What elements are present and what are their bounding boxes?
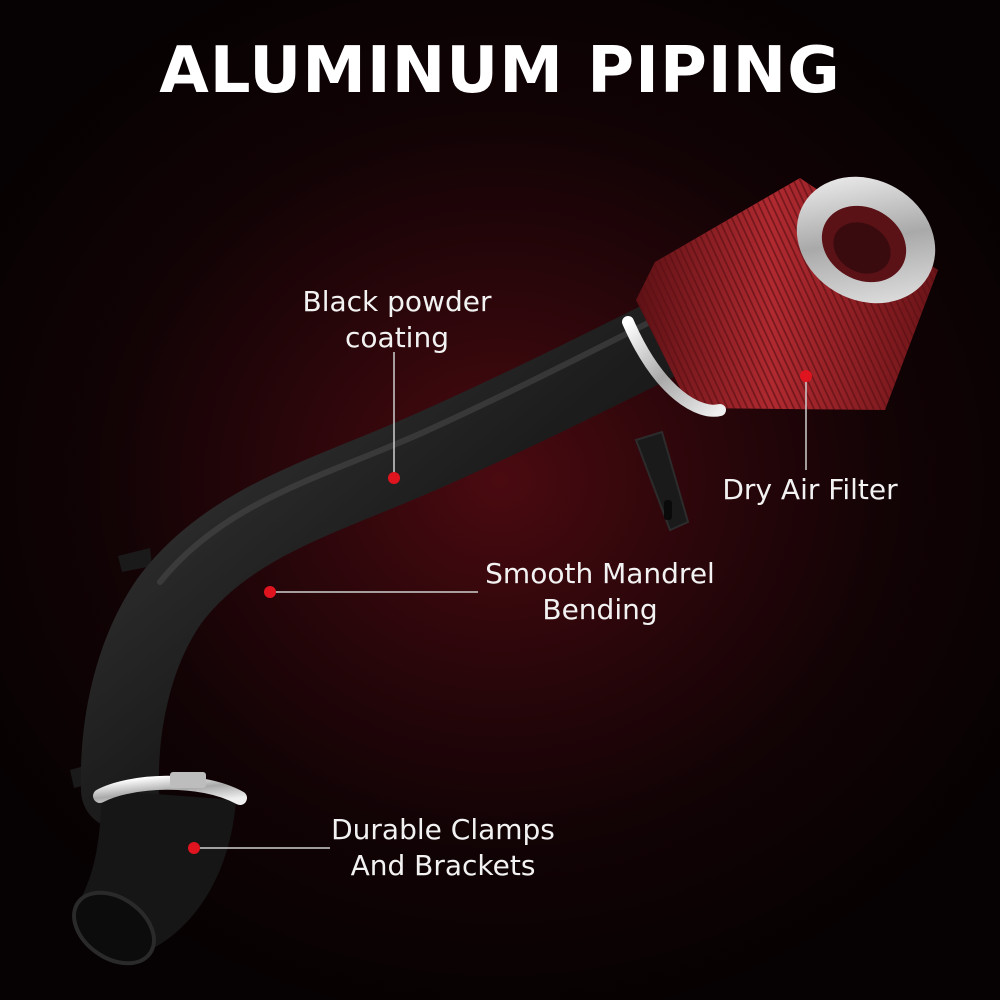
label-line: coating xyxy=(345,321,449,354)
callout-powder-coating xyxy=(388,352,400,484)
label-powder-coating: Black powder coating xyxy=(290,284,504,356)
intake-pipe xyxy=(80,301,699,829)
label-mandrel-bending: Smooth Mandrel Bending xyxy=(478,556,722,628)
label-line: And Brackets xyxy=(350,849,536,882)
marker-dot xyxy=(188,842,200,854)
label-clamps-brackets: Durable Clamps And Brackets xyxy=(328,812,558,884)
label-line: Smooth Mandrel xyxy=(485,557,715,590)
marker-dot xyxy=(800,370,812,382)
label-line: Dry Air Filter xyxy=(722,473,898,506)
hose-clamp xyxy=(93,772,247,805)
callout-clamps-brackets xyxy=(188,842,330,854)
callout-dry-air-filter xyxy=(800,370,812,470)
marker-dot xyxy=(264,586,276,598)
callout-mandrel-bending xyxy=(264,586,478,598)
label-line: Black powder xyxy=(302,285,492,318)
silicone-coupler xyxy=(72,790,236,966)
marker-dot xyxy=(388,472,400,484)
air-filter xyxy=(622,176,938,417)
label-line: Bending xyxy=(542,593,658,626)
label-dry-air-filter: Dry Air Filter xyxy=(712,472,908,508)
page-title: ALUMINUM PIPING xyxy=(159,34,841,108)
label-line: Durable Clamps xyxy=(331,813,555,846)
